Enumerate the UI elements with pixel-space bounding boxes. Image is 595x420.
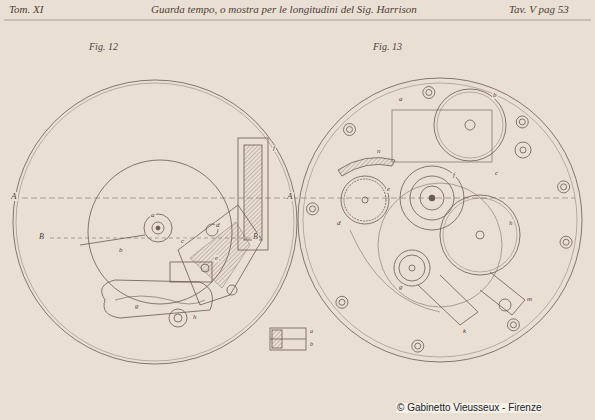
pillar-screw	[561, 184, 567, 190]
callout-letter: a	[150, 212, 156, 219]
pillar-screw	[309, 206, 315, 212]
callout-letter: a	[398, 96, 404, 103]
callout-letter: b	[309, 341, 314, 347]
callout-letter: d	[336, 220, 342, 227]
watermark: © Gabinetto Vieusseux - Firenze	[396, 403, 542, 413]
pillar-screw	[306, 203, 318, 215]
pillar-screw	[558, 181, 570, 193]
figure-label: Fig. 13	[372, 42, 403, 52]
callout-letter: B	[252, 233, 259, 241]
pillar-screw	[560, 236, 572, 248]
plate-title: Guarda tempo, o mostra per le longitudin…	[150, 4, 418, 15]
pillar-screw	[426, 89, 432, 95]
callout-letter: B	[38, 233, 45, 241]
pillar-screw	[412, 340, 424, 352]
pillar-screw	[346, 126, 352, 132]
callout-letter: k	[462, 328, 467, 335]
pillar-screw	[519, 119, 525, 125]
callout-letter: b	[118, 247, 124, 254]
pillar-screw	[510, 322, 516, 328]
pillar-screw	[336, 296, 348, 308]
callout-letter: g	[398, 284, 404, 291]
callout-letter: h	[508, 220, 514, 227]
callout-letter: m	[526, 296, 533, 303]
callout-letter: e	[386, 186, 391, 193]
callout-letter: A	[10, 192, 18, 201]
callout-letter: A	[286, 192, 294, 201]
pillar-screw	[516, 116, 528, 128]
callout-letter: a	[309, 328, 314, 334]
callout-letter: n	[376, 148, 382, 155]
callout-letter: c	[180, 238, 185, 245]
callout-letter: f	[452, 172, 456, 179]
pillar-screw	[339, 299, 345, 305]
figure-label: Fig. 12	[88, 42, 119, 52]
pillar-screw	[507, 319, 519, 331]
pillar-screw	[563, 239, 569, 245]
callout-letter: e	[214, 255, 219, 262]
callout-letter: b	[492, 92, 498, 99]
plate-header: Tav. V pag 53	[508, 4, 570, 15]
pillar-screw	[343, 123, 355, 135]
callout-letter: h	[192, 314, 198, 321]
callout-letter: g	[134, 303, 140, 310]
callout-letter: c	[494, 170, 499, 177]
pillar-screw	[423, 86, 435, 98]
callout-letter: d	[215, 222, 221, 229]
pillar-screw	[415, 343, 421, 349]
callout-letter: f	[272, 145, 276, 152]
plate-header: Tom. XI	[8, 4, 44, 15]
